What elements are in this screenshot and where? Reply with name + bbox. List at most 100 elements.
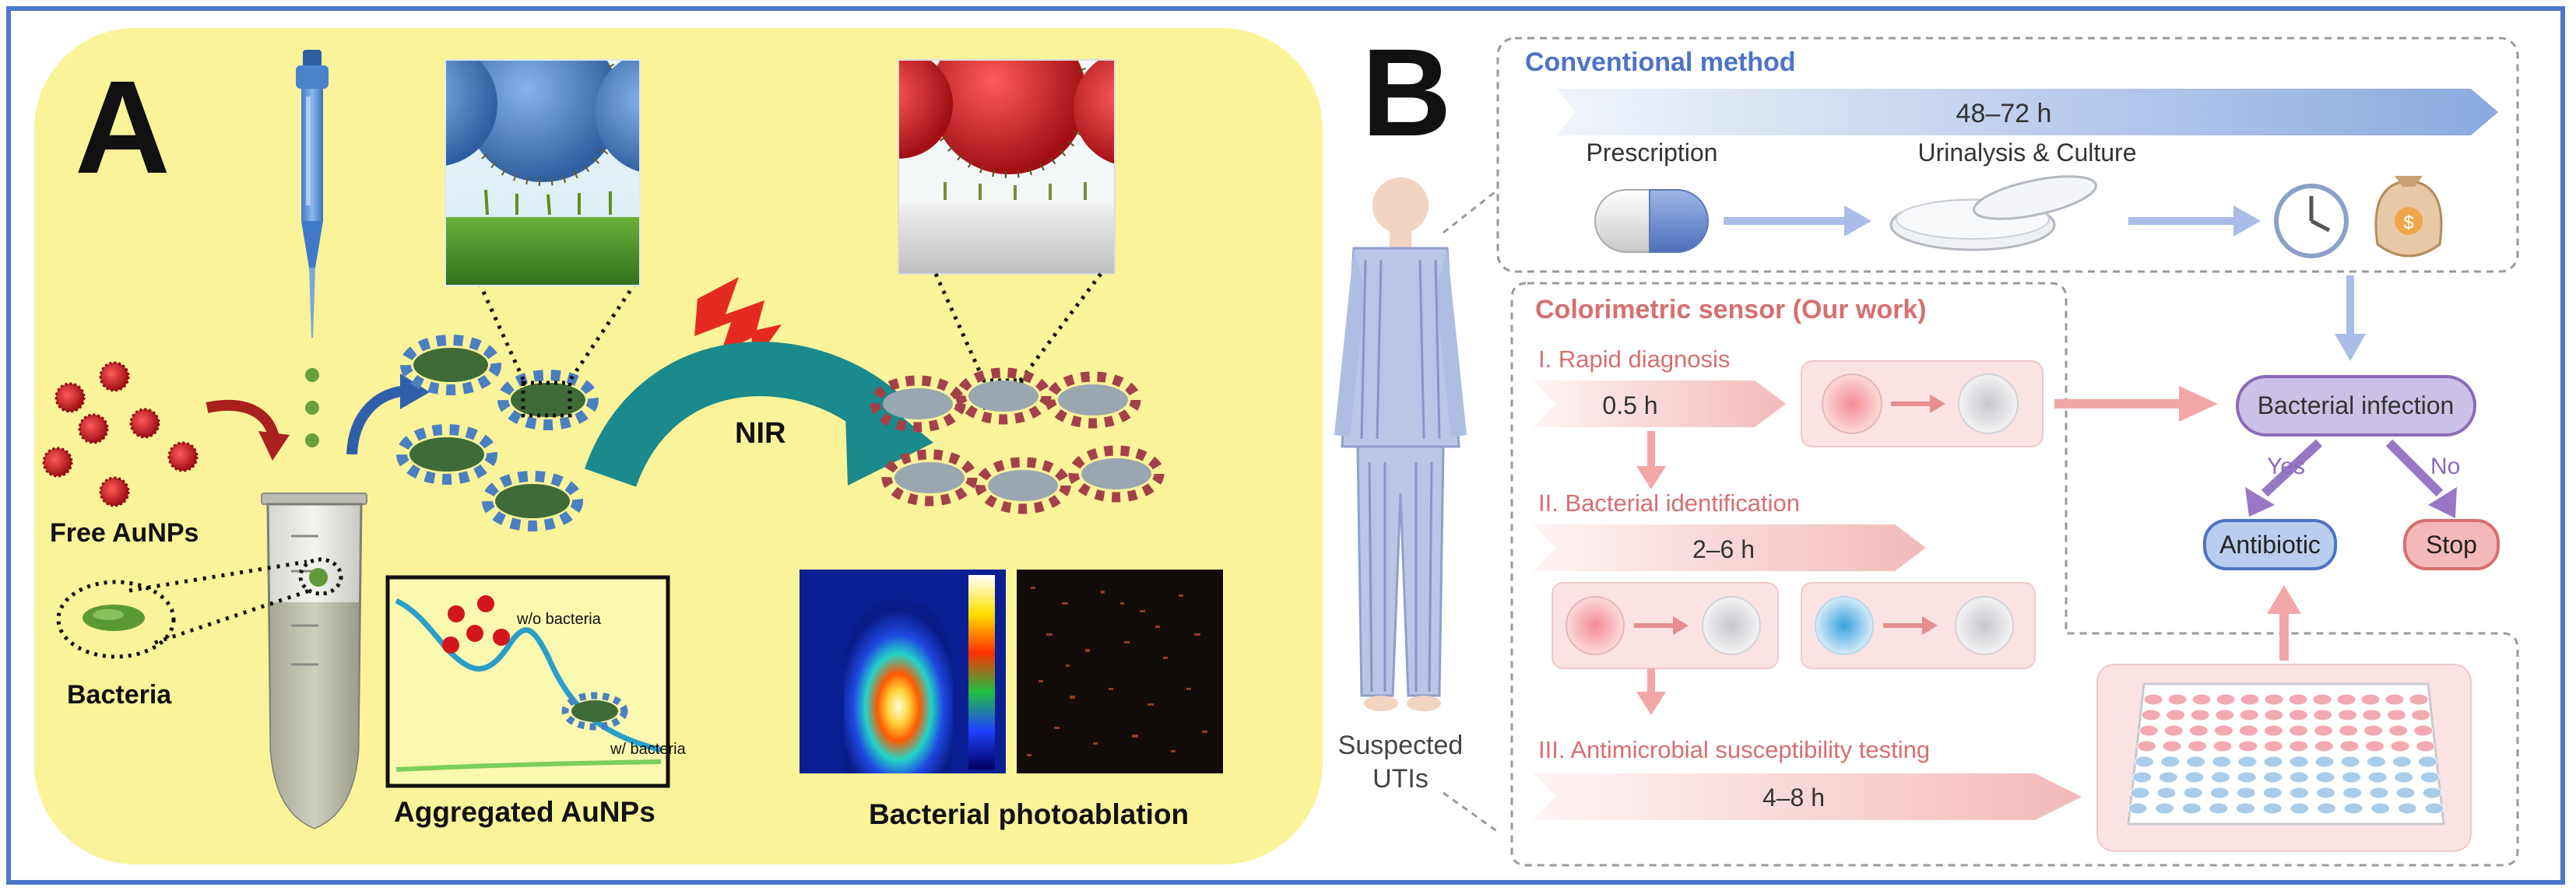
flow-arrow xyxy=(2385,439,2444,497)
zoom-line xyxy=(933,272,986,383)
gold-nanoparticle xyxy=(78,413,109,444)
plate-well xyxy=(2190,709,2210,721)
patient-label-line2: UTIs xyxy=(1372,764,1429,794)
zoom-inset-blue xyxy=(445,60,640,286)
plate-well xyxy=(2288,709,2308,721)
flow-arrowhead xyxy=(2233,205,2261,237)
plate-well xyxy=(2339,740,2360,752)
plate-well xyxy=(2263,756,2283,768)
plate-well xyxy=(2212,740,2233,752)
plate-well xyxy=(2162,740,2182,752)
step-prescription-label: Prescription xyxy=(1587,138,1718,167)
plate-well xyxy=(2130,787,2150,799)
ablated-bacterium xyxy=(975,457,1071,514)
plate-well xyxy=(2290,802,2310,815)
gold-nanoparticle xyxy=(129,408,160,439)
plate-well xyxy=(2141,709,2161,721)
plate-well xyxy=(2143,693,2163,706)
plate-well xyxy=(2343,802,2363,815)
petri-dish-icon xyxy=(1889,175,2097,251)
probe-coated-bacterium xyxy=(400,335,501,395)
ablated-bacterium xyxy=(1045,371,1141,429)
decision-yes-label: Yes xyxy=(2267,454,2305,479)
plate-well xyxy=(2289,724,2309,737)
plate-well xyxy=(2367,771,2388,784)
gold-nanoparticle xyxy=(167,441,199,472)
decision-no-label: No xyxy=(2430,454,2460,479)
free-aunps-cluster xyxy=(42,361,199,507)
red-arrow-icon xyxy=(206,399,279,440)
plate-well xyxy=(2184,771,2205,784)
plate-well xyxy=(2212,756,2232,768)
stage2-label: II. Bacterial identification xyxy=(1538,489,1800,517)
plate-well xyxy=(2290,787,2310,799)
ablated-bacterium xyxy=(955,367,1052,425)
plate-well xyxy=(2366,756,2386,768)
plate-well xyxy=(2424,802,2444,815)
stage1-time: 0.5 h xyxy=(1602,391,1657,419)
plate-well xyxy=(2386,709,2406,721)
plate-well xyxy=(2390,740,2410,752)
antibiotic-node xyxy=(2203,519,2337,570)
well-plate-icon xyxy=(2127,682,2445,826)
connector-line xyxy=(1443,791,1499,833)
plate-well xyxy=(2316,787,2336,799)
plate-well xyxy=(2397,802,2417,815)
plate-well xyxy=(2136,740,2156,752)
plate-well xyxy=(2238,724,2258,737)
flow-arrowhead xyxy=(2179,386,2218,422)
plate-well xyxy=(2369,787,2389,799)
thermal-image xyxy=(800,570,1006,773)
plate-well xyxy=(2240,693,2260,706)
plate-well xyxy=(2237,771,2257,784)
plate-well xyxy=(2263,740,2283,752)
plate-well xyxy=(2238,740,2258,752)
bacterial-infection-label: Bacterial infection xyxy=(2258,391,2455,419)
plate-well xyxy=(2288,693,2308,706)
blue-arrowhead-icon xyxy=(400,373,430,409)
probe-coated-bacterium xyxy=(482,471,583,531)
plate-well xyxy=(2158,771,2178,784)
bacterial-photoablation-label: Bacterial photoablation xyxy=(869,798,1189,830)
zoom-inset-frame xyxy=(445,59,641,286)
well-gray xyxy=(1958,373,2019,434)
plate-well xyxy=(2289,740,2309,752)
plate-well xyxy=(2362,709,2382,721)
microscopy-image xyxy=(1017,570,1223,773)
plate-well xyxy=(2413,724,2434,737)
plate-well xyxy=(2316,802,2336,815)
plate-well xyxy=(2167,693,2188,706)
aggregated-aunps-label: Aggregated AuNPs xyxy=(394,796,655,828)
plate-well xyxy=(2236,787,2256,799)
plate-well xyxy=(2417,756,2437,768)
ablated-bacterium xyxy=(1068,445,1165,503)
gold-nanoparticle xyxy=(54,382,86,413)
plate-well xyxy=(2263,724,2283,737)
stage1-label: I. Rapid diagnosis xyxy=(1538,345,1730,373)
conventional-title: Conventional method xyxy=(1525,47,1796,77)
plate-well xyxy=(2395,787,2416,799)
conventional-time-arrow xyxy=(1556,89,2498,135)
plate-well xyxy=(2360,693,2381,706)
plate-well xyxy=(2420,771,2440,784)
plate-well xyxy=(2191,693,2212,706)
spectrum-label-without: w/o bacteria xyxy=(516,611,602,628)
stage3-time-arrow xyxy=(1533,773,2082,820)
conventional-method-box xyxy=(1496,37,2519,273)
free-aunps-label: Free AuNPs xyxy=(50,518,199,548)
stage2-time: 2–6 h xyxy=(1692,535,1755,563)
probe-coated-bacterium xyxy=(497,370,599,430)
plate-well xyxy=(2422,787,2442,799)
plate-well xyxy=(2236,802,2256,815)
plate-well xyxy=(2138,724,2159,737)
thermal-colorbar xyxy=(968,575,995,770)
plate-well xyxy=(2186,756,2206,768)
flow-arrow xyxy=(2261,439,2323,497)
plate-well xyxy=(2264,709,2284,721)
tube-highlight-circle xyxy=(298,557,343,596)
plate-well xyxy=(2364,740,2384,752)
panel-a-letter: A xyxy=(75,54,170,202)
plate-well xyxy=(2183,787,2203,799)
gold-nanoparticle xyxy=(42,447,73,478)
aggregated-bacteria-clusters xyxy=(396,335,599,531)
